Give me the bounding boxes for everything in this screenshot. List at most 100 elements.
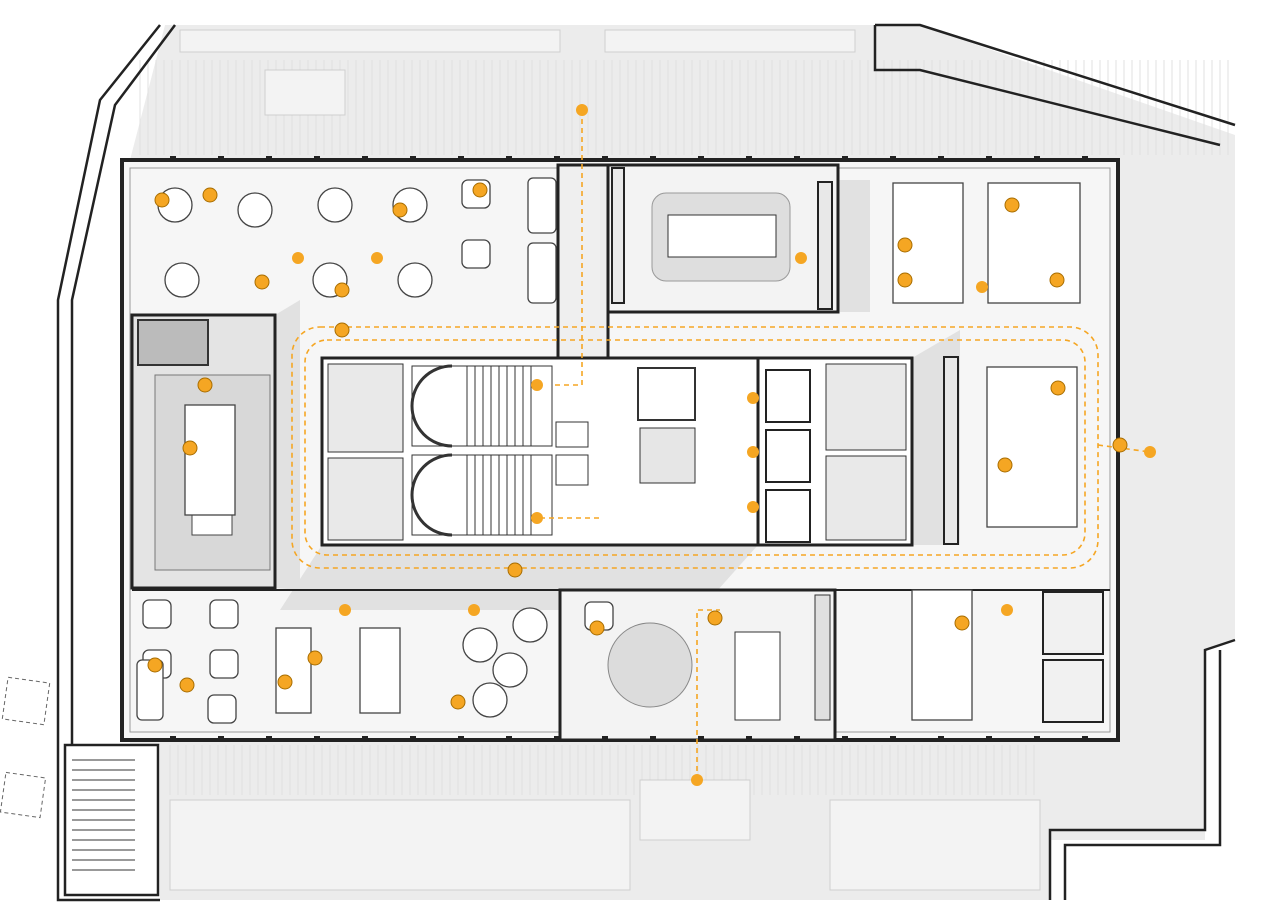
round-table	[397, 262, 433, 298]
round-table	[462, 627, 498, 663]
window-mullion	[794, 736, 800, 742]
window-mullion	[506, 156, 512, 162]
route-dot-icon	[691, 774, 703, 786]
window-mullions	[170, 156, 1088, 742]
exterior-stair	[63, 743, 160, 897]
route-dots	[292, 104, 1156, 786]
route-dot-icon	[976, 281, 988, 293]
route-dot-icon	[468, 604, 480, 616]
window-mullion	[986, 156, 992, 162]
person-icon	[997, 457, 1013, 473]
partitions	[132, 167, 1110, 723]
armchair	[461, 239, 491, 269]
person-icon	[507, 562, 523, 578]
round-table	[237, 192, 273, 228]
window-mullion	[746, 156, 752, 162]
person-icon	[897, 272, 913, 288]
armchair	[142, 599, 172, 629]
route-dot-icon	[1144, 446, 1156, 458]
window-mullion	[842, 156, 848, 162]
route-dot-icon	[576, 104, 588, 116]
window-mullion	[650, 736, 656, 742]
site-boundary	[56, 23, 1236, 902]
window-mullion	[266, 736, 272, 742]
elevator-icon	[765, 429, 811, 483]
round-table	[164, 262, 200, 298]
person-icon	[197, 377, 213, 393]
window-mullion	[458, 736, 464, 742]
person-icon	[334, 282, 350, 298]
outdoor-paving	[169, 29, 1041, 891]
person-icon	[182, 440, 198, 456]
window-mullion	[218, 736, 224, 742]
window-mullion	[986, 736, 992, 742]
armchair	[207, 694, 237, 724]
route-dot-icon	[747, 446, 759, 458]
person-icon	[334, 322, 350, 338]
window-mullion	[602, 736, 608, 742]
person-icon	[392, 202, 408, 218]
route-dot-icon	[531, 512, 543, 524]
window-mullion	[842, 736, 848, 742]
sofa	[527, 177, 557, 234]
window-mullion	[410, 156, 416, 162]
person-icon	[307, 650, 323, 666]
route-dot-icon	[747, 501, 759, 513]
armchair	[209, 599, 239, 629]
route-dot-icon	[1001, 604, 1013, 616]
window-mullion	[458, 156, 464, 162]
person-icon	[450, 694, 466, 710]
window-mullion	[170, 156, 176, 162]
person-icon	[472, 182, 488, 198]
window-mullion	[794, 156, 800, 162]
core-right	[756, 356, 914, 547]
route-dot-icon	[371, 252, 383, 264]
stair-icon	[410, 453, 453, 537]
window-mullion	[602, 156, 608, 162]
window-mullion	[746, 736, 752, 742]
window-mullion	[266, 156, 272, 162]
person-icon	[277, 674, 293, 690]
person-icon	[1049, 272, 1065, 288]
circulation-shaft	[556, 163, 610, 360]
window-mullion	[410, 736, 416, 742]
window-mullion	[314, 156, 320, 162]
desk-table	[184, 404, 236, 516]
person-icon	[1050, 380, 1066, 396]
person-icon	[1112, 437, 1128, 453]
window-mullion	[314, 736, 320, 742]
desk-table	[275, 627, 312, 714]
route-dot-icon	[339, 604, 351, 616]
window-mullion	[698, 736, 704, 742]
desk-table	[359, 627, 401, 714]
evacuation-route	[291, 110, 1151, 780]
window-mullion	[362, 736, 368, 742]
person-icon	[589, 620, 605, 636]
meeting-room-top	[606, 163, 840, 314]
window-mullion	[1082, 156, 1088, 162]
route-dot-icon	[292, 252, 304, 264]
window-mullion	[698, 156, 704, 162]
window-mullion	[1082, 736, 1088, 742]
window-mullion	[554, 736, 560, 742]
window-mullion	[938, 156, 944, 162]
person-icon	[1004, 197, 1020, 213]
person-icon	[897, 237, 913, 253]
round-table	[317, 187, 353, 223]
person-icon	[179, 677, 195, 693]
elevator-icon	[765, 369, 811, 423]
window-mullion	[554, 156, 560, 162]
armchair	[209, 649, 239, 679]
round-table	[472, 682, 508, 718]
window-mullion	[362, 156, 368, 162]
people	[147, 182, 1128, 710]
stairs	[410, 364, 532, 537]
window-mullion	[1034, 736, 1040, 742]
desk-table	[911, 589, 973, 721]
round-table	[512, 607, 548, 643]
parking-markers	[0, 676, 51, 819]
window-mullion	[890, 736, 896, 742]
route-dot-icon	[531, 379, 543, 391]
person-icon	[154, 192, 170, 208]
